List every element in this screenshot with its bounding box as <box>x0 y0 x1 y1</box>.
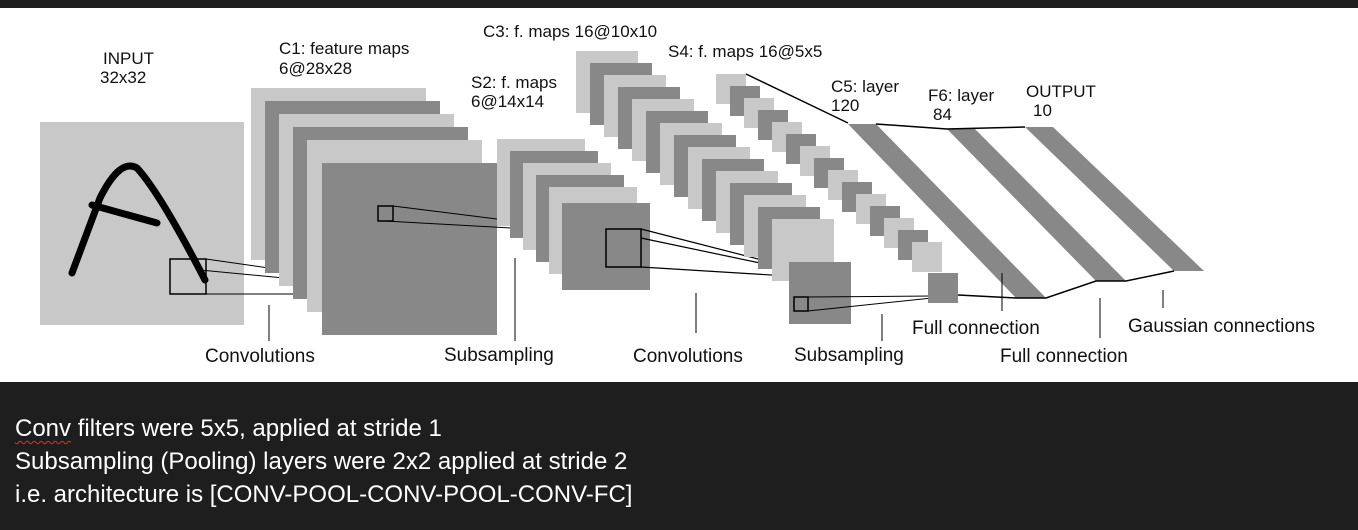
convolutions-label-1: Convolutions <box>205 346 315 367</box>
c5-layer-band <box>848 124 1046 298</box>
full-connection-label-1: Full connection <box>912 318 1040 339</box>
c3-label: C3: f. maps 16@10x10 <box>483 22 657 41</box>
s2-receptive-field <box>605 228 642 268</box>
full-connection-label-2: Full connection <box>1000 346 1128 367</box>
c3-subsampling-projection <box>807 295 933 312</box>
notes-text: Conv filters were 5x5, applied at stride… <box>15 412 632 511</box>
note-word-conv: Conv <box>15 415 72 442</box>
input-image <box>40 122 244 325</box>
s4-connector <box>745 73 849 124</box>
full-connection-lines <box>875 123 1175 299</box>
c3-feature-maps <box>576 51 851 324</box>
note-line-2: Subsampling (Pooling) layers were 2x2 ap… <box>15 448 628 475</box>
c1-feature-maps <box>251 88 497 335</box>
c3-receptive-field <box>793 296 809 312</box>
gaussian-connections-label: Gaussian connections <box>1128 316 1315 337</box>
output-layer-band <box>1025 127 1204 271</box>
s4-label: S4: f. maps 16@5x5 <box>668 42 822 61</box>
f6-layer-band <box>947 129 1126 281</box>
bottom-tick-marks <box>268 258 1164 341</box>
subsampling-label-2: Subsampling <box>794 345 904 366</box>
note-line-1-rest: filters were 5x5, applied at stride 1 <box>71 415 442 442</box>
note-line-3: i.e. architecture is [CONV-POOL-CONV-POO… <box>15 481 633 508</box>
s4-feature-maps <box>716 74 958 303</box>
s2-feature-maps <box>497 139 650 290</box>
convolutions-label-2: Convolutions <box>633 346 743 367</box>
letter-a-glyph <box>68 162 209 284</box>
top-bar <box>0 0 1358 8</box>
note-line-1: Conv filters were 5x5, applied at stride… <box>15 412 632 445</box>
subsampling-label-1: Subsampling <box>444 345 554 366</box>
